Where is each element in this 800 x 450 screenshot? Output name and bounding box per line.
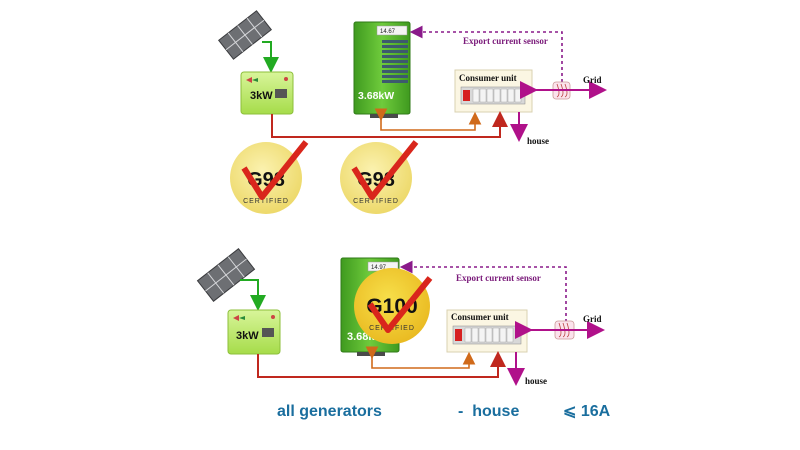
consumer-unit-top: Consumer unit <box>454 69 533 113</box>
g100-badge: G100 CERTIFIED <box>354 268 433 344</box>
export-sensor-label-top: Export current sensor <box>463 36 548 46</box>
export-sensor-label-bottom: Export current sensor <box>456 273 541 283</box>
consumer-unit-top-label: Consumer unit <box>459 73 517 83</box>
limit-formula: all generators - house ⩽ 16A <box>277 403 611 420</box>
battery-top-display: 14.67 <box>380 29 396 35</box>
bottom-diagram: 3kW 14.97 3.68kW G100 CERTIFIED Consumer… <box>196 248 605 386</box>
battery-top: 14.67 3.68kW <box>353 21 411 118</box>
formula-limit: ⩽ 16A <box>563 403 611 420</box>
inverter-ac-line-bottom <box>257 351 506 378</box>
export-sensor-line-bottom <box>399 260 567 322</box>
house-label-bottom: house <box>525 376 547 386</box>
checkmark-icon <box>367 276 433 333</box>
solar-to-inverter-arrow <box>262 41 279 73</box>
grid-label-top: Grid <box>583 75 602 85</box>
grid-label-bottom: Grid <box>583 314 602 324</box>
inverter-bottom: 3kW <box>227 309 281 355</box>
top-diagram: 3kW 14.67 3.68kW Consumer unit <box>217 10 607 214</box>
g98-badge-2-sub: CERTIFIED <box>353 198 399 205</box>
checkmark-icon <box>351 140 419 200</box>
solar-panel-icon <box>196 248 256 302</box>
export-sensor-line-top <box>409 25 563 82</box>
battery-top-label: 3.68kW <box>358 90 394 102</box>
battery-bottom-display: 14.97 <box>371 265 387 271</box>
consumer-unit-bottom-label: Consumer unit <box>451 312 509 322</box>
consumer-unit-bottom: Consumer unit <box>446 309 528 353</box>
solar-to-inverter-arrow <box>240 279 266 311</box>
solar-panel-icon <box>217 10 273 60</box>
g98-badge-2: G98 CERTIFIED <box>340 140 419 214</box>
inverter-ac-line-top <box>271 111 508 138</box>
checkmark-icon <box>241 140 309 200</box>
g98-badge-1-sub: CERTIFIED <box>243 198 289 205</box>
formula-minus-house: - house <box>458 403 519 420</box>
inverter-top: 3kW <box>240 71 294 115</box>
g98-badge-1: G98 CERTIFIED <box>230 140 309 214</box>
formula-all-generators: all generators <box>277 403 382 420</box>
inverter-top-label: 3kW <box>250 90 273 102</box>
inverter-bottom-label: 3kW <box>236 330 259 342</box>
house-label-top: house <box>527 136 549 146</box>
battery-ac-line-bottom <box>365 346 476 369</box>
battery-ac-line-top <box>374 108 482 131</box>
